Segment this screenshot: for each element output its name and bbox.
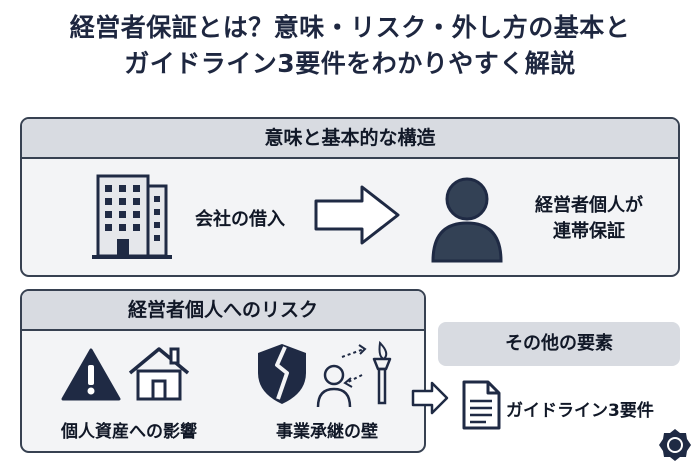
title-line-1: 経営者保証とは？意味・リスク・外し方の基本と [69,13,631,42]
person-torch-icon [316,340,392,408]
building-icon [92,174,172,259]
risk-heading: 経営者個人へのリスク [22,291,424,331]
guarantee-label: 経営者個人が 連帯保証 [514,193,664,245]
company-borrowing-label: 会社の借入 [195,209,285,230]
document-icon [462,380,501,430]
guarantee-label-line-1: 経営者個人が [535,195,643,216]
risk-item-personal-assets-label: 個人資産への影響 [61,422,197,442]
house-icon [128,347,190,401]
structure-panel: 意味と基本的な構造 会社の借入 経営者個人が 連帯保証 [20,117,680,277]
broken-shield-icon [258,344,306,404]
other-elements-heading: その他の要素 [438,322,680,366]
page-title: 経営者保証とは？意味・リスク・外し方の基本と ガイドライン3要件をわかりやすく解… [0,10,700,82]
title-line-2: ガイドライン3要件をわかりやすく解説 [124,49,576,78]
structure-heading: 意味と基本的な構造 [22,119,678,159]
badge-icon [659,429,691,461]
risk-panel: 経営者個人へのリスク 個人資産への影響 事業承継の壁 [20,289,426,453]
warning-icon [61,348,121,401]
guarantee-label-line-2: 連帯保証 [553,221,625,242]
right-arrow-small-icon [411,381,449,415]
person-icon [431,177,503,263]
risk-item-succession-label: 事業承継の壁 [276,422,378,442]
guideline-requirements-label: ガイドライン3要件 [506,401,654,421]
right-arrow-icon [314,185,400,245]
